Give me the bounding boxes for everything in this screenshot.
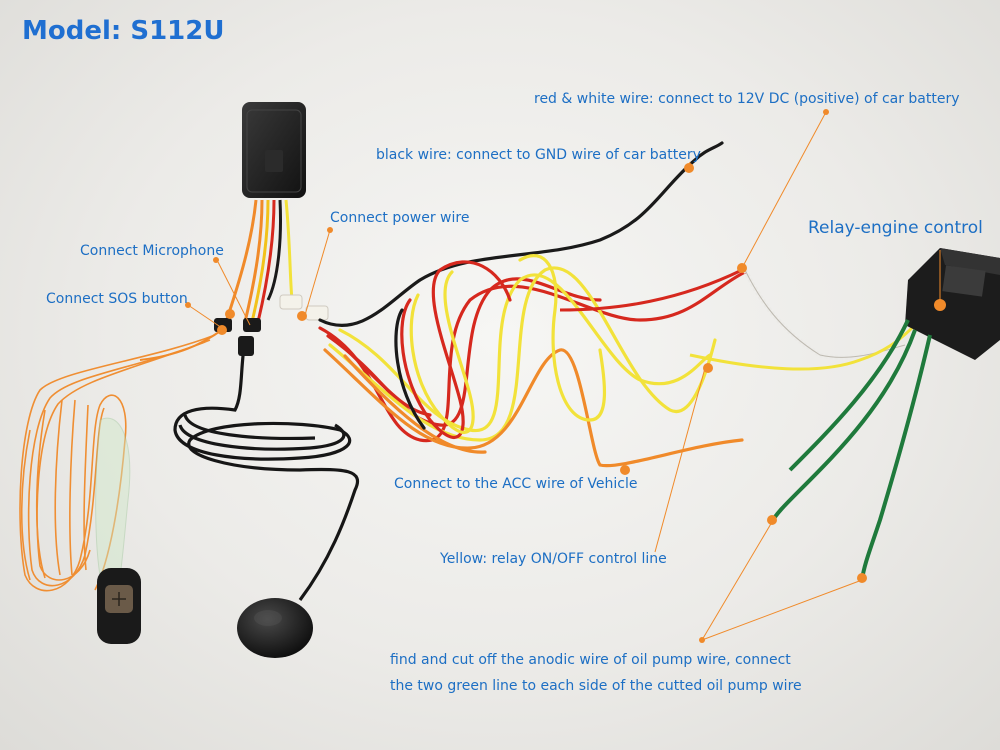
sos-button-icon: [97, 568, 141, 644]
microphone-cable-coil: [173, 339, 360, 601]
yellow-relay-wire: [689, 323, 917, 371]
label-red-white-wire: red & white wire: connect to 12V DC (pos…: [534, 91, 960, 107]
white-wire: [742, 268, 906, 360]
leader-dots: [185, 109, 946, 643]
leader-lines: [187, 111, 941, 641]
label-microphone: Connect Microphone: [80, 243, 224, 259]
model-title: Model: S112U: [22, 16, 225, 46]
power-harness: [318, 141, 747, 468]
label-oil-pump-line2: the two green line to each side of the c…: [390, 678, 802, 694]
label-acc-wire: Connect to the ACC wire of Vehicle: [394, 476, 638, 492]
sos-cable-coil: [19, 334, 216, 592]
microphone-icon: [237, 598, 313, 658]
label-sos-button: Connect SOS button: [46, 291, 188, 307]
relay-icon: [905, 248, 1000, 360]
label-relay: Relay-engine control: [808, 218, 983, 238]
gps-tracker-device: [242, 102, 306, 198]
label-black-wire: black wire: connect to GND wire of car b…: [376, 147, 701, 163]
device-harness: [224, 199, 294, 323]
label-power-wire: Connect power wire: [330, 210, 470, 226]
connectors: [214, 294, 329, 356]
red-white-wire: [559, 268, 743, 312]
sos-lead-wire: [139, 329, 223, 361]
label-yellow-relay: Yellow: relay ON/OFF control line: [440, 551, 667, 567]
label-oil-pump-line1: find and cut off the anodic wire of oil …: [390, 652, 791, 668]
green-relay-wires: [770, 319, 932, 581]
